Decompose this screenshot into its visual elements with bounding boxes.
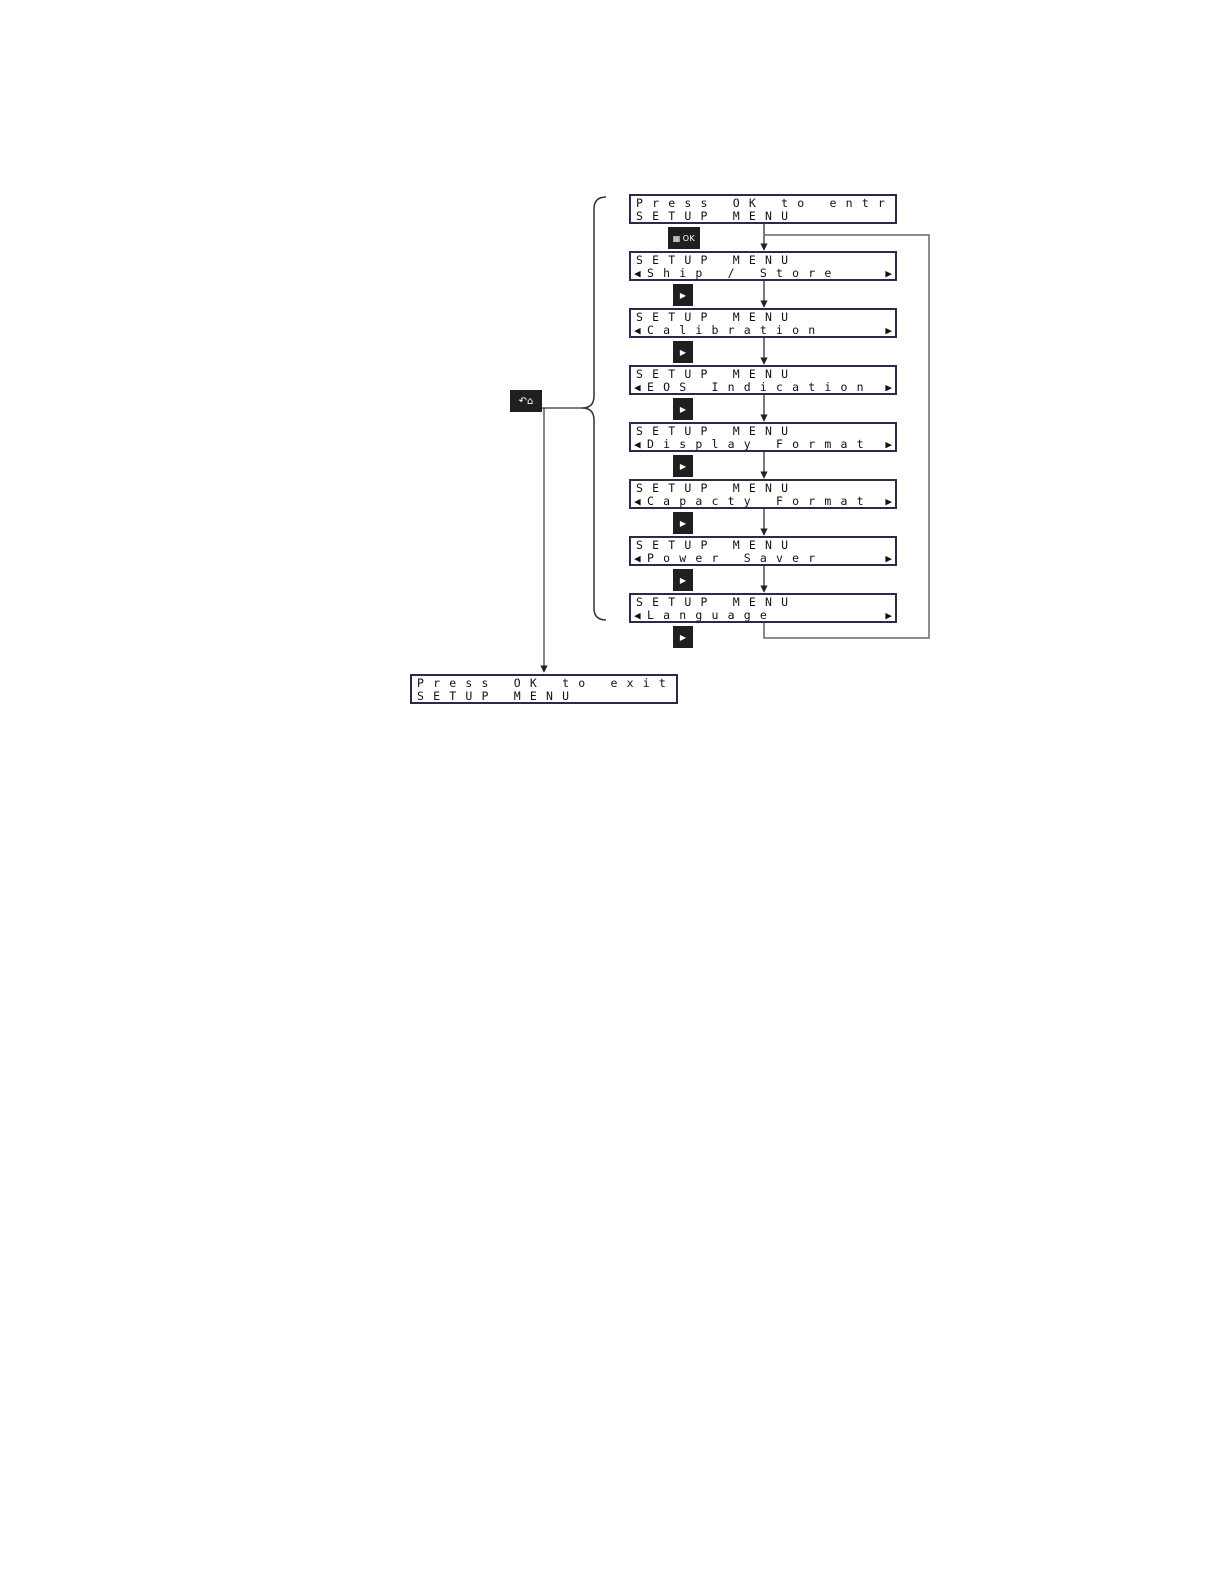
right-triangle-icon: ▶ xyxy=(680,576,686,585)
right-arrow-icon: ▶ xyxy=(885,552,892,565)
menu-screen: SETUP MENU◀ EOS Indication ▶ xyxy=(629,365,897,395)
menu-screen-item: Calibration xyxy=(647,324,879,337)
menu-screen: SETUP MENU◀ Power Saver ▶ xyxy=(629,536,897,566)
right-triangle-icon: ▶ xyxy=(680,462,686,471)
next-key[interactable]: ▶ xyxy=(673,455,693,477)
menu-screen-item: Language xyxy=(647,609,879,622)
menu-screen-title: SETUP MENU xyxy=(636,596,890,609)
ok-key[interactable]: ▦ OK xyxy=(668,227,700,249)
left-arrow-icon: ◀ xyxy=(634,267,641,280)
menu-screen-title: SETUP MENU xyxy=(636,482,890,495)
right-triangle-icon: ▶ xyxy=(680,633,686,642)
right-arrow-icon: ▶ xyxy=(885,324,892,337)
curly-brace xyxy=(582,197,606,620)
right-arrow-icon: ▶ xyxy=(885,267,892,280)
menu-screen: SETUP MENU◀ Ship / Store ▶ xyxy=(629,251,897,281)
menu-screen: SETUP MENU◀ Calibration ▶ xyxy=(629,308,897,338)
right-triangle-icon: ▶ xyxy=(680,519,686,528)
enter-screen: Press OK to entr SETUP MENU xyxy=(629,194,897,224)
menu-screen: SETUP MENU◀ Display Format ▶ xyxy=(629,422,897,452)
menu-screen-title: SETUP MENU xyxy=(636,539,890,552)
next-key[interactable]: ▶ xyxy=(673,398,693,420)
menu-screen-title: SETUP MENU xyxy=(636,311,890,324)
left-arrow-icon: ◀ xyxy=(634,324,641,337)
battery-grid-icon: ▦ xyxy=(673,234,681,243)
menu-screen-item: Power Saver xyxy=(647,552,879,565)
left-arrow-icon: ◀ xyxy=(634,495,641,508)
next-key[interactable]: ▶ xyxy=(673,512,693,534)
exit-screen: Press OK to exit SETUP MENU xyxy=(410,674,678,704)
next-key[interactable]: ▶ xyxy=(673,341,693,363)
right-triangle-icon: ▶ xyxy=(680,348,686,357)
left-arrow-icon: ◀ xyxy=(634,438,641,451)
menu-screen-item: Display Format xyxy=(647,438,879,451)
next-key[interactable]: ▶ xyxy=(673,569,693,591)
right-arrow-icon: ▶ xyxy=(885,381,892,394)
menu-screen-title: SETUP MENU xyxy=(636,368,890,381)
next-key[interactable]: ▶ xyxy=(673,284,693,306)
menu-screen-title: SETUP MENU xyxy=(636,425,890,438)
left-arrow-icon: ◀ xyxy=(634,609,641,622)
menu-screen: SETUP MENU◀ Capacty Format ▶ xyxy=(629,479,897,509)
back-home-icon: ↶⌂ xyxy=(519,396,534,407)
menu-screen-item: EOS Indication xyxy=(647,381,879,394)
next-key[interactable]: ▶ xyxy=(673,626,693,648)
right-triangle-icon: ▶ xyxy=(680,291,686,300)
right-triangle-icon: ▶ xyxy=(680,405,686,414)
right-arrow-icon: ▶ xyxy=(885,438,892,451)
menu-screen: SETUP MENU◀ Language ▶ xyxy=(629,593,897,623)
left-arrow-icon: ◀ xyxy=(634,552,641,565)
exit-screen-line2: SETUP MENU xyxy=(417,690,671,703)
menu-screen-item: Ship / Store xyxy=(647,267,879,280)
right-arrow-icon: ▶ xyxy=(885,495,892,508)
menu-screen-item: Capacty Format xyxy=(647,495,879,508)
menu-screen-title: SETUP MENU xyxy=(636,254,890,267)
right-arrow-icon: ▶ xyxy=(885,609,892,622)
ok-key-label: OK xyxy=(683,234,696,243)
enter-screen-line1: Press OK to entr xyxy=(636,197,890,210)
left-arrow-icon: ◀ xyxy=(634,381,641,394)
enter-screen-line2: SETUP MENU xyxy=(636,210,890,223)
exit-screen-line1: Press OK to exit xyxy=(417,677,671,690)
back-home-key[interactable]: ↶⌂ xyxy=(510,390,542,412)
